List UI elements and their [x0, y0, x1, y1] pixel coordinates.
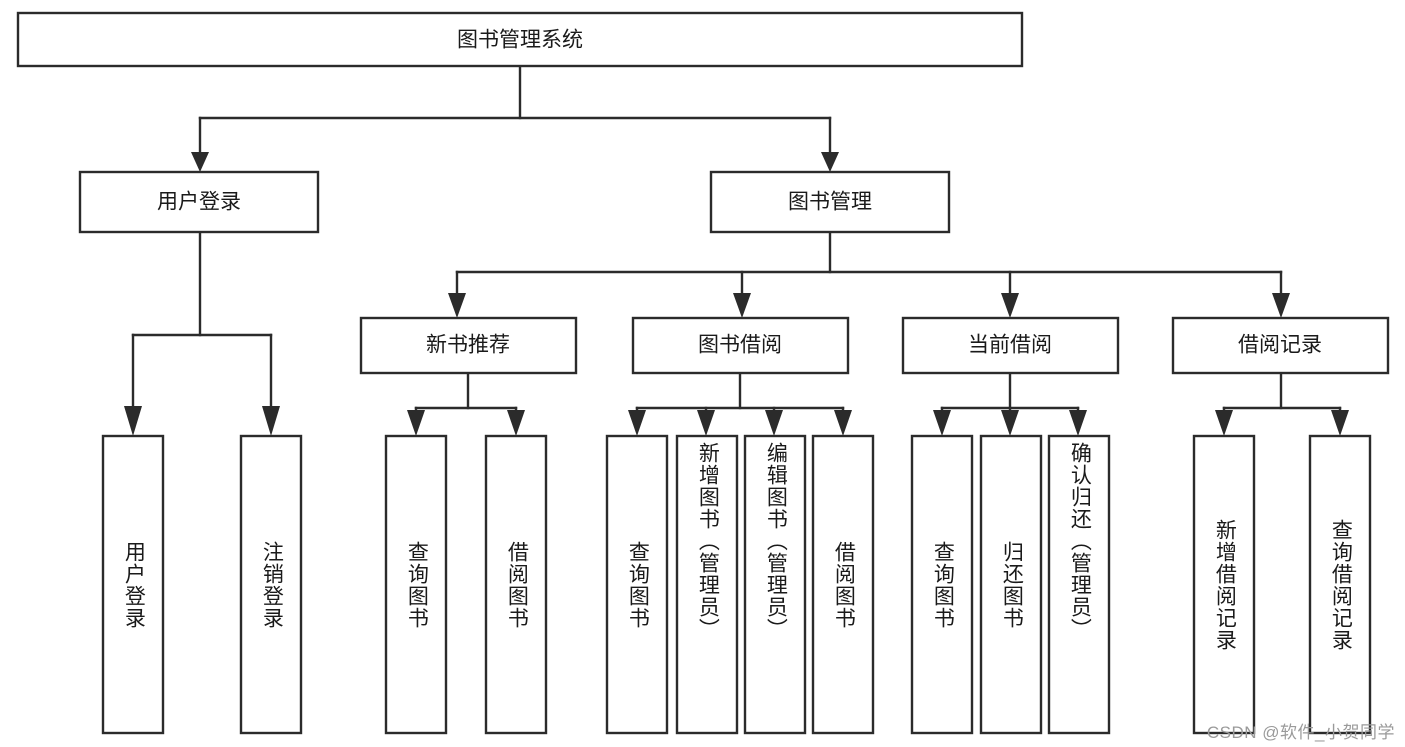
arrow-bm-to-current	[1001, 293, 1019, 318]
node-book-borrow[interactable]	[631, 316, 850, 375]
node-root[interactable]	[16, 11, 1024, 68]
arrow-current-l1	[933, 410, 951, 436]
arrow-borrow-l4	[834, 410, 852, 436]
node-borrow-records[interactable]	[1171, 316, 1390, 375]
node-label-group: 图书管理系统 用户登录 图书管理 新书推荐 图书借阅 当前借阅 借阅记录	[157, 29, 1322, 357]
arrow-records-l1	[1215, 410, 1233, 436]
leaf-borrow-book[interactable]	[811, 434, 875, 735]
arrow-bm-to-new-book	[448, 293, 466, 318]
leaf-add-borrow-record[interactable]	[1192, 434, 1256, 735]
leaf-user-login[interactable]	[101, 434, 165, 735]
leaf-add-book-admin[interactable]	[675, 434, 739, 735]
leaf-query-book-recommend[interactable]	[384, 434, 448, 735]
arrow-records-l2	[1331, 410, 1349, 436]
label-borrow-records: 借阅记录	[1238, 334, 1322, 357]
node-book-management[interactable]	[709, 170, 951, 234]
arrow-newbook-l2	[507, 410, 525, 436]
label-book-borrow: 图书借阅	[698, 334, 782, 357]
connector-group	[124, 64, 1349, 436]
node-current-borrow[interactable]	[901, 316, 1120, 375]
leaf-return-book[interactable]	[979, 434, 1043, 735]
leaf-query-book-borrow[interactable]	[605, 434, 669, 735]
leaf-edit-book-admin[interactable]	[743, 434, 807, 735]
node-box-group	[16, 11, 1390, 735]
label-root: 图书管理系统	[457, 29, 583, 52]
arrow-bm-to-records	[1272, 293, 1290, 318]
arrow-user-login-l2	[262, 406, 280, 436]
label-book-management: 图书管理	[788, 191, 872, 214]
leaf-query-book-current[interactable]	[910, 434, 974, 735]
leaf-confirm-return-admin[interactable]	[1047, 434, 1111, 735]
arrow-borrow-l2	[697, 410, 715, 436]
arrow-borrow-l1	[628, 410, 646, 436]
arrow-newbook-l1	[407, 410, 425, 436]
node-user-login[interactable]	[78, 170, 320, 234]
label-user-login: 用户登录	[157, 191, 241, 214]
arrow-user-login-l1	[124, 406, 142, 436]
node-new-book-recommend[interactable]	[359, 316, 578, 375]
leaf-borrow-book-recommend[interactable]	[484, 434, 548, 735]
leaf-query-borrow-record[interactable]	[1308, 434, 1372, 735]
arrow-current-l2	[1001, 410, 1019, 436]
arrow-root-to-book-mgmt	[821, 152, 839, 172]
leaf-logout[interactable]	[239, 434, 303, 735]
arrow-current-l3	[1069, 410, 1087, 436]
watermark: CSDN @软件_小贺同学	[1206, 723, 1395, 742]
arrow-bm-to-borrow	[733, 293, 751, 318]
arrow-root-to-user-login	[191, 152, 209, 172]
label-current-borrow: 当前借阅	[968, 334, 1052, 357]
label-new-book-recommend: 新书推荐	[426, 334, 510, 357]
arrow-borrow-l3	[765, 410, 783, 436]
